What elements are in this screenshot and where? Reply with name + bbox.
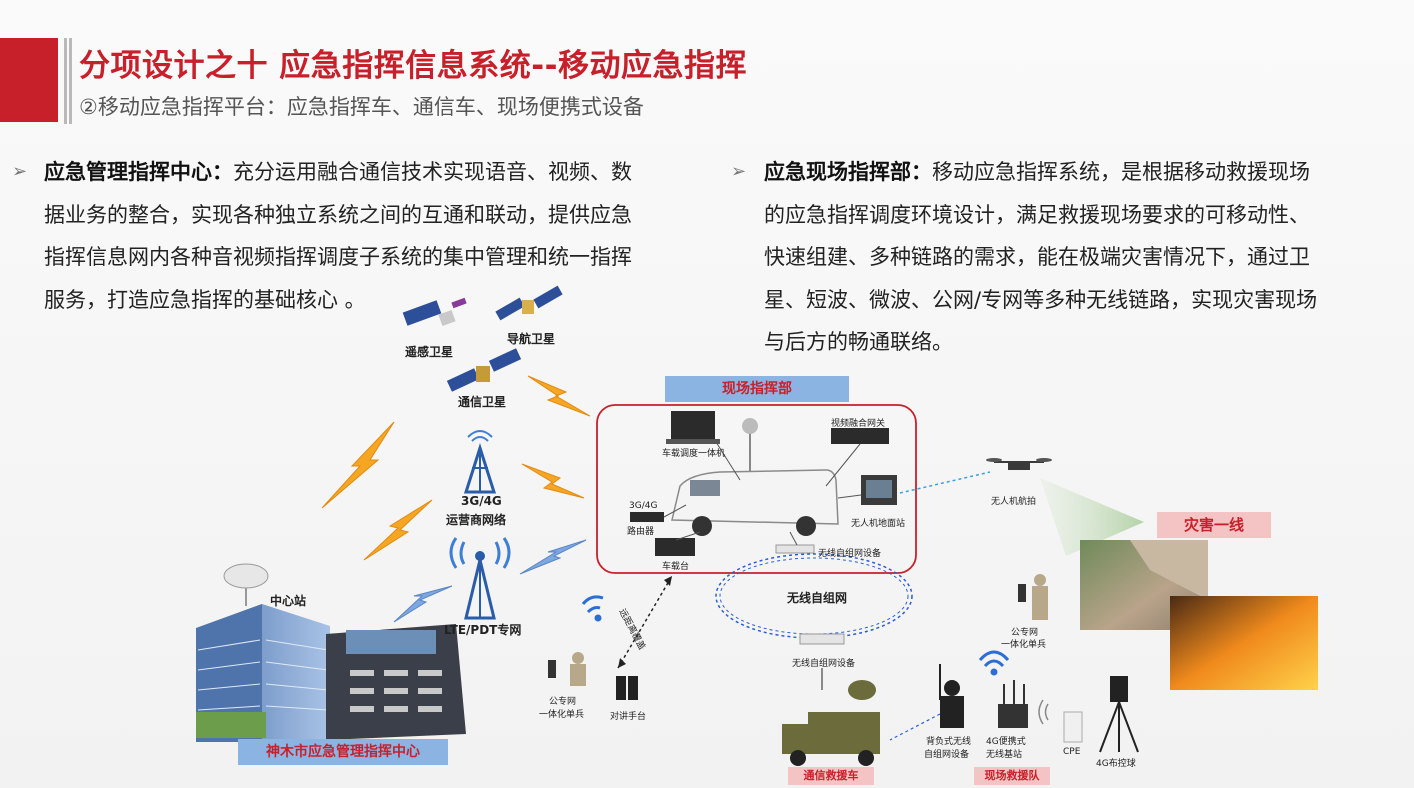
navigation-satellite-icon bbox=[495, 285, 563, 321]
left-heading: 应急管理指挥中心： bbox=[44, 160, 233, 184]
rescue-team-label: 现场救援队 bbox=[974, 767, 1050, 785]
backpack-soldier-icon bbox=[939, 664, 964, 728]
wifi-icon bbox=[581, 595, 604, 622]
left-line-2: 据业务的整合，实现各种独立系统之间的互通和联动，提供应急 bbox=[44, 202, 632, 227]
left-line-1: 应急管理指挥中心：充分运用融合通信技术实现语音、视频、数 bbox=[44, 160, 632, 184]
bullet-arrow-icon: ➢ bbox=[731, 161, 747, 182]
soldier-left-label-2: 一体化单兵 bbox=[539, 710, 585, 720]
vehicle-dispatch-icon bbox=[666, 411, 720, 444]
uav-icon bbox=[986, 458, 1052, 470]
carrier-tower-icon bbox=[463, 430, 497, 494]
carrier-network-label-1: 3G/4G bbox=[461, 494, 502, 508]
lightning-icon bbox=[393, 539, 587, 623]
portable-station-label-2: 无线基站 bbox=[986, 750, 1023, 760]
adhoc-device-bottom-label: 无线自组网设备 bbox=[792, 659, 856, 669]
video-gateway-label: 视频融合网关 bbox=[831, 419, 886, 429]
vehicle-radio-icon bbox=[655, 538, 695, 556]
remote-sensing-satellite-label: 遥感卫星 bbox=[405, 345, 454, 359]
vehicle-dispatch-label: 车载调度一体机 bbox=[662, 449, 726, 459]
page-title: 分项设计之十 应急指挥信息系统--移动应急指挥 bbox=[79, 48, 748, 84]
lte-tower-icon bbox=[449, 537, 511, 620]
cpe-icon bbox=[1063, 711, 1083, 743]
title-divider bbox=[64, 38, 67, 124]
soldier-left-label-1: 公专网 bbox=[549, 697, 577, 707]
adhoc-device-top-label: 无线自组网设备 bbox=[818, 549, 882, 559]
router-icon bbox=[630, 512, 664, 522]
right-line-4: 星、短波、微波、公网/专网等多种无线链路，实现灾害现场 bbox=[764, 287, 1318, 312]
navigation-satellite-label: 导航卫星 bbox=[507, 332, 556, 346]
right-paragraph: 应急现场指挥部：移动应急指挥系统，是根据移动救援现场 的应急指挥调度环境设计，满… bbox=[764, 151, 1404, 364]
soldier-icon bbox=[570, 652, 586, 686]
backpack-label-2: 自组网设备 bbox=[924, 750, 970, 760]
right-heading: 应急现场指挥部： bbox=[764, 160, 932, 184]
handset-icon bbox=[548, 660, 556, 678]
handset-icon bbox=[1018, 584, 1026, 602]
dome-camera-label: 4G布控球 bbox=[1096, 759, 1136, 769]
wifi-icon bbox=[978, 650, 1010, 676]
video-gateway-icon bbox=[831, 428, 889, 444]
adhoc-network-label: 无线自组网 bbox=[787, 591, 848, 605]
soldier-right-label-1: 公专网 bbox=[1011, 628, 1039, 638]
landslide-photo bbox=[1080, 540, 1208, 630]
adhoc-device-icon bbox=[775, 544, 815, 554]
page-subtitle: ②移动应急指挥平台：应急指挥车、通信车、现场便携式设备 bbox=[79, 95, 644, 119]
command-center-name: 神木市应急管理指挥中心 bbox=[238, 739, 448, 765]
uav-label: 无人机航拍 bbox=[991, 497, 1037, 507]
center-station-label: 中心站 bbox=[270, 594, 307, 608]
command-van-icon bbox=[671, 418, 839, 536]
field-hq-frame bbox=[596, 404, 917, 574]
soldier-icon bbox=[1032, 574, 1048, 620]
lightning-icon bbox=[321, 375, 591, 561]
field-hq-label: 现场指挥部 bbox=[665, 376, 849, 402]
left-line-4: 服务，打造应急指挥的基础核心 。 bbox=[44, 287, 366, 312]
right-line-5: 与后方的畅通联络。 bbox=[764, 330, 953, 354]
left-line-3: 指挥信息网内各种音视频指挥调度子系统的集中管理和统一指挥 bbox=[44, 245, 632, 269]
remote-sensing-satellite-icon bbox=[402, 297, 467, 327]
soldier-right-label-2: 一体化单兵 bbox=[1001, 640, 1047, 650]
adhoc-device-icon bbox=[799, 633, 845, 645]
communication-satellite-label: 通信卫星 bbox=[458, 395, 507, 409]
uav-ground-station-label: 无人机地面站 bbox=[851, 519, 906, 529]
walkie-talkie-icon bbox=[616, 676, 638, 700]
rescue-truck-label: 通信救援车 bbox=[788, 767, 874, 785]
vehicle-radio-label: 车载台 bbox=[662, 562, 690, 572]
title-accent-bar bbox=[0, 38, 58, 122]
router-label-1: 3G/4G bbox=[629, 501, 658, 511]
dome-camera-icon bbox=[1099, 676, 1139, 753]
lte-network-label: LTE/PDT专网 bbox=[444, 623, 522, 637]
title-divider bbox=[69, 38, 72, 124]
walkie-talkie-label: 对讲手台 bbox=[610, 712, 647, 722]
command-hall-image bbox=[326, 624, 466, 740]
uav-link bbox=[899, 471, 991, 494]
right-line-1: 应急现场指挥部：移动应急指挥系统，是根据移动救援现场 bbox=[764, 160, 1310, 184]
left-paragraph: 应急管理指挥中心：充分运用融合通信技术实现语音、视频、数 据业务的整合，实现各种… bbox=[44, 151, 724, 321]
wildfire-photo bbox=[1170, 596, 1318, 690]
cpe-label: CPE bbox=[1063, 747, 1081, 757]
carrier-network-label-2: 运营商网络 bbox=[446, 513, 507, 527]
right-line-3: 快速组建、多种链路的需求，能在极端灾害情况下，通过卫 bbox=[764, 245, 1310, 269]
portable-base-station-icon bbox=[998, 680, 1028, 728]
uav-ground-station-icon bbox=[861, 475, 897, 505]
right-line-2: 的应急指挥调度环境设计，满足救援现场要求的可移动性、 bbox=[764, 202, 1310, 227]
rescue-truck-icon bbox=[782, 680, 880, 766]
bullet-arrow-icon: ➢ bbox=[12, 161, 28, 182]
backpack-label-1: 背负式无线 bbox=[926, 737, 972, 747]
disaster-label: 灾害一线 bbox=[1157, 512, 1271, 538]
camera-beam bbox=[1040, 478, 1144, 556]
communication-satellite-icon bbox=[446, 348, 522, 392]
portable-station-label-1: 4G便携式 bbox=[986, 737, 1026, 747]
command-center-building bbox=[196, 563, 330, 742]
cpe-signal-icon bbox=[1038, 699, 1049, 725]
router-label-2: 路由器 bbox=[627, 527, 655, 537]
